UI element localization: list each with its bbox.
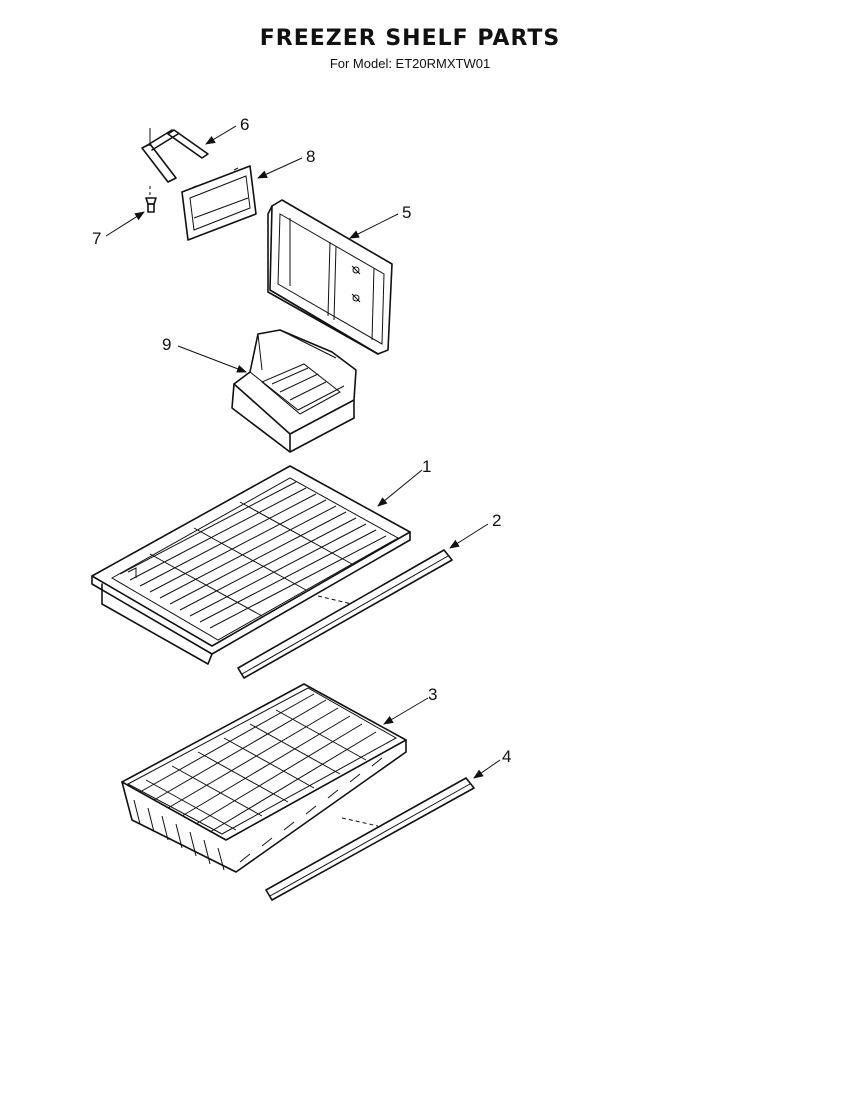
part-7-screw: [145, 197, 157, 213]
part-8-panel: [181, 165, 257, 241]
part-3-basket: [121, 683, 407, 873]
callout-5: 5: [402, 203, 411, 222]
leader-lines: [105, 125, 501, 779]
callout-8: 8: [306, 147, 315, 166]
part-4-rail: [265, 777, 475, 901]
part-6-bracket: [141, 128, 209, 196]
callout-6: 6: [240, 115, 249, 134]
part-1-shelf: [91, 465, 411, 665]
part-2-rail: [237, 549, 453, 679]
part-5-panel: [267, 199, 393, 355]
callout-2: 2: [492, 511, 501, 530]
page-title: FREEZER SHELF PARTS: [259, 26, 561, 51]
callout-9: 9: [162, 335, 171, 354]
part-9-bin: [231, 329, 357, 453]
model-subtitle: For Model: ET20RMXTW01: [329, 56, 491, 71]
callout-4: 4: [502, 747, 511, 766]
callout-1: 1: [422, 457, 431, 476]
callout-7: 7: [92, 229, 101, 248]
callout-3: 3: [428, 685, 437, 704]
